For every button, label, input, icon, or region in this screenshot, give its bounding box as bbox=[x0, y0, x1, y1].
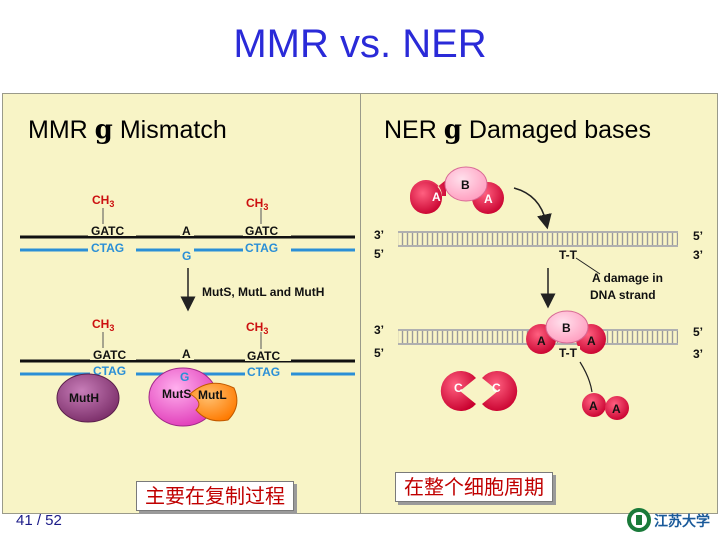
ner-protein-c bbox=[482, 371, 518, 411]
mmr-heading-prefix: MMR bbox=[28, 116, 88, 144]
ner-protein-a-label: A bbox=[587, 334, 596, 348]
end-label-3prime: 3’ bbox=[374, 228, 384, 242]
ner-protein-c bbox=[440, 371, 476, 411]
ner-protein-b-label: B bbox=[562, 321, 571, 335]
release-arrow bbox=[579, 361, 593, 393]
ner-protein-c-label: C bbox=[492, 381, 501, 395]
damage-note: A damage in bbox=[592, 271, 663, 285]
ner-protein-a-label: A bbox=[612, 402, 621, 416]
end-label-3prime: 3’ bbox=[693, 248, 703, 262]
ner-protein-a-label: A bbox=[537, 334, 546, 348]
mismatch-base-a: A bbox=[182, 224, 191, 238]
ctag-sequence: CTAG bbox=[245, 241, 278, 255]
ner-protein-b bbox=[444, 166, 488, 202]
mmr-heading: MMR g Mismatch bbox=[28, 115, 227, 145]
ner-heading: NER g Damaged bases bbox=[384, 115, 651, 145]
gatc-sequence: GATC bbox=[91, 224, 124, 238]
panel-divider bbox=[360, 93, 361, 514]
damage-pointer bbox=[575, 257, 601, 275]
end-label-5prime: 5’ bbox=[374, 346, 384, 360]
muts-label: MutS bbox=[162, 387, 191, 401]
slide-title: MMR vs. NER bbox=[233, 22, 487, 66]
ch3-label: CH3 bbox=[246, 196, 268, 212]
ctag-sequence: CTAG bbox=[93, 364, 126, 378]
mutl-protein bbox=[189, 382, 238, 422]
mmr-caption: 主要在复制过程 bbox=[136, 481, 294, 511]
page-number: 41 / 52 bbox=[16, 512, 62, 529]
ch3-label: CH3 bbox=[92, 317, 114, 333]
ch3-label: CH3 bbox=[92, 193, 114, 209]
thymine-dimer: T-T bbox=[559, 248, 578, 262]
mismatch-base-g: G bbox=[182, 249, 191, 263]
ner-protein-c-label: C bbox=[454, 381, 463, 395]
end-label-5prime: 5’ bbox=[693, 325, 703, 339]
ner-heading-text: Damaged bases bbox=[468, 116, 651, 144]
mutl-label: MutL bbox=[198, 388, 227, 402]
end-label-3prime: 3’ bbox=[693, 347, 703, 361]
ctag-sequence: CTAG bbox=[91, 241, 124, 255]
thymine-dimer: T-T bbox=[559, 346, 578, 360]
arrow-symbol-icon: g bbox=[94, 115, 113, 145]
ch3-label: CH3 bbox=[246, 320, 268, 336]
mmr-heading-text: Mismatch bbox=[119, 116, 227, 144]
end-label-5prime: 5’ bbox=[693, 229, 703, 243]
muth-label: MutH bbox=[69, 391, 99, 405]
arrow-symbol-icon: g bbox=[443, 115, 462, 145]
ner-protein-a-label: A bbox=[589, 399, 598, 413]
gatc-sequence: GATC bbox=[245, 224, 278, 238]
ctag-sequence: CTAG bbox=[247, 365, 280, 379]
ner-caption: 在整个细胞周期 bbox=[395, 472, 553, 502]
end-label-5prime: 5’ bbox=[374, 247, 384, 261]
ner-heading-prefix: NER bbox=[384, 116, 437, 144]
mismatch-base-a: A bbox=[182, 347, 191, 361]
university-logo: 江苏大学 bbox=[627, 508, 710, 532]
end-label-3prime: 3’ bbox=[374, 323, 384, 337]
ner-protein-b-label: B bbox=[461, 178, 470, 192]
step-label: MutS, MutL and MutH bbox=[202, 285, 324, 299]
muth-protein bbox=[56, 373, 120, 423]
mismatch-base-g: G bbox=[180, 370, 189, 384]
gatc-sequence: GATC bbox=[93, 348, 126, 362]
ner-protein-a-label: A bbox=[432, 190, 441, 204]
ner-protein-a-label: A bbox=[484, 192, 493, 206]
ner-protein-b bbox=[545, 310, 589, 344]
logo-text: 江苏大学 bbox=[654, 513, 710, 530]
damage-note: DNA strand bbox=[590, 288, 656, 302]
ner-dna-upper bbox=[398, 231, 678, 247]
binding-arrow bbox=[513, 187, 552, 230]
gatc-sequence: GATC bbox=[247, 349, 280, 363]
